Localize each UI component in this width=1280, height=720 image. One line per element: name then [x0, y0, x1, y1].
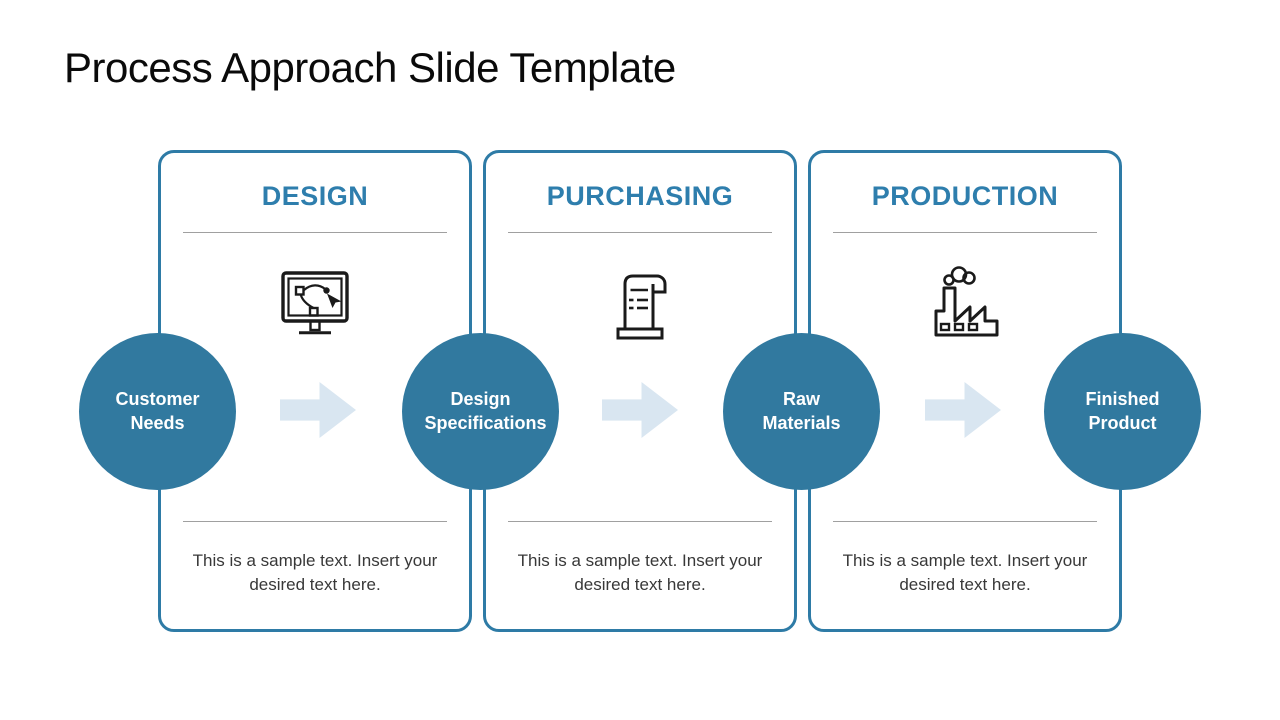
body-divider: [833, 521, 1097, 522]
process-circle-customer-needs: Customer Needs: [79, 333, 236, 490]
header-divider: [833, 232, 1097, 233]
card-header-production: PRODUCTION: [871, 181, 1059, 211]
circle-label: Raw Materials: [762, 389, 841, 433]
body-divider: [508, 521, 772, 522]
header-divider: [183, 232, 447, 233]
process-circle-finished-product: Finished Product: [1044, 333, 1201, 490]
process-circle-raw-materials: Raw Materials: [723, 333, 880, 490]
card-body-text: This is a sample text. Insert your desir…: [842, 551, 1088, 595]
card-header-purchasing: PURCHASING: [546, 181, 734, 211]
card-body-text: This is a sample text. Insert your desir…: [192, 551, 438, 595]
circle-label: Customer Needs: [115, 389, 200, 433]
card-body-text: This is a sample text. Insert your desir…: [517, 551, 763, 595]
factory-icon: [923, 263, 1007, 347]
circle-label: Design Specifications: [424, 389, 547, 433]
card-header-design: DESIGN: [261, 181, 369, 211]
purchase-scroll-icon: [598, 263, 682, 347]
process-circle-design-specifications: Design Specifications: [402, 333, 559, 490]
header-divider: [508, 232, 772, 233]
slide-title: Process Approach Slide Template: [64, 44, 676, 91]
design-monitor-icon: [273, 263, 357, 347]
body-divider: [183, 521, 447, 522]
circle-label: Finished Product: [1085, 389, 1160, 433]
